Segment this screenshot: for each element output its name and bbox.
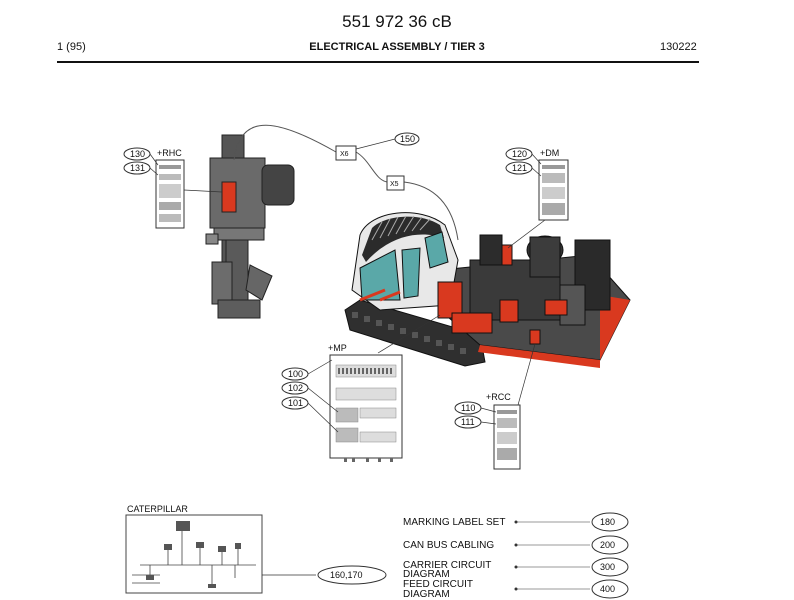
- legend-item-carrier-circuit-line1: CARRIER CIRCUIT: [403, 560, 491, 571]
- dm-panel: [538, 159, 569, 221]
- callout-200-label: 200: [600, 540, 615, 550]
- feed-assembly: [205, 134, 295, 319]
- rhc-highlight: [221, 181, 237, 213]
- connector-x5-label: X5: [390, 181, 399, 188]
- mp-label: +MP: [328, 343, 347, 353]
- connector-x5: [386, 175, 405, 191]
- callout-160-170-label: 160,170: [330, 570, 363, 580]
- callout-180: [591, 512, 629, 532]
- callout-100-label: 100: [288, 369, 303, 379]
- callout-300: [591, 557, 629, 577]
- legend-list: MARKING LABEL SET 180 CAN BUS CABLING 20…: [403, 512, 629, 600]
- callout-110-label: 110: [461, 403, 475, 413]
- rcc-label: +RCC: [486, 392, 511, 402]
- caterpillar-harness-drawing: [132, 530, 256, 585]
- connector-x6: [335, 145, 357, 161]
- callout-150-label: 150: [400, 134, 415, 144]
- rcc-highlight: [529, 329, 541, 345]
- page-title: ELECTRICAL ASSEMBLY / TIER 3: [309, 41, 485, 53]
- callout-160-170: [317, 565, 387, 585]
- rhc-label: +RHC: [157, 148, 182, 158]
- legend-item-carrier-circuit-line2: DIAGRAM: [403, 569, 450, 580]
- connector-x6-label: X6: [340, 151, 349, 158]
- dm-label: +DM: [540, 148, 559, 158]
- callout-200: [591, 535, 629, 555]
- callout-180-label: 180: [600, 517, 615, 527]
- callout-130-label: 130: [130, 149, 145, 159]
- legend-item-feed-circuit-line2: DIAGRAM: [403, 589, 450, 600]
- callout-102-label: 102: [288, 383, 303, 393]
- callout-121-label: 121: [512, 163, 527, 173]
- rhc-panel: [155, 159, 185, 229]
- mp-highlight: [437, 281, 463, 319]
- callout-300-label: 300: [600, 562, 615, 572]
- legend-item-marking-label-set: MARKING LABEL SET: [403, 517, 505, 528]
- legend-item-feed-circuit-line1: FEED CIRCUIT: [403, 579, 473, 590]
- callout-131-label: 131: [130, 163, 145, 173]
- page-number: 1 (95): [57, 41, 86, 53]
- caterpillar-label: CATERPILLAR: [127, 504, 188, 514]
- callout-120-label: 120: [512, 149, 527, 159]
- document-date: 130222: [660, 41, 697, 53]
- caterpillar-harness-inset: [125, 514, 263, 594]
- callout-111-label: 111: [461, 417, 475, 427]
- callout-400-label: 400: [600, 584, 615, 594]
- carrier-machine: [344, 212, 631, 368]
- mp-panel: [329, 354, 403, 462]
- rcc-panel: [493, 404, 521, 470]
- legend-item-can-bus-cabling: CAN BUS CABLING: [403, 540, 494, 551]
- callout-101-label: 101: [288, 398, 303, 408]
- header-divider: [57, 61, 699, 63]
- document-number: 551 972 36 cB: [342, 12, 452, 31]
- callout-400: [591, 579, 629, 599]
- dm-highlight: [501, 244, 513, 266]
